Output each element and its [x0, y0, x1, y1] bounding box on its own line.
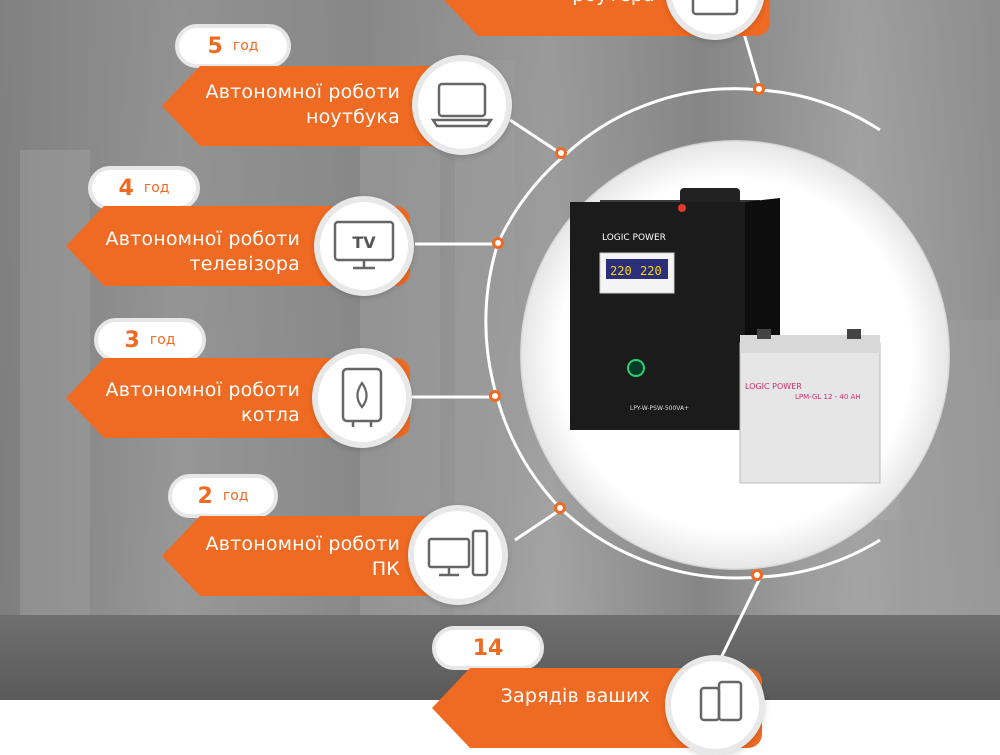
- inverter-image: 220 220 LOGIC POWER LPY-W-PSW-500VA+: [570, 188, 780, 430]
- devices-icon-circle: [665, 655, 765, 755]
- charges-number: 14: [472, 635, 504, 661]
- hours-unit: год: [232, 38, 259, 54]
- connector-dot: [554, 502, 566, 514]
- card-line2: телевізора: [189, 253, 300, 275]
- card-line1: Автономної роботи: [105, 228, 300, 250]
- hours-unit: год: [149, 332, 176, 348]
- tv-icon: TV: [333, 220, 395, 270]
- card-line1: Автономної роботи: [205, 533, 400, 555]
- connector-dot: [753, 83, 765, 95]
- tv-icon-circle: TV: [314, 196, 414, 296]
- card-router-text: роутера: [480, 0, 655, 8]
- hours-badge-tv: 4 год: [88, 166, 200, 210]
- building: [20, 150, 90, 620]
- connector-dot: [489, 390, 501, 402]
- card-line1: Автономної роботи: [105, 379, 300, 401]
- hours-number: 3: [124, 327, 140, 353]
- hours-badge-pc: 2 год: [168, 474, 278, 518]
- card-tv-text: Автономної роботи телевізора: [90, 227, 300, 277]
- hours-badge-boiler: 3 год: [94, 318, 206, 362]
- inverter-brand: LOGIC POWER: [602, 233, 666, 243]
- boiler-icon-circle: [312, 348, 412, 448]
- card-boiler-text: Автономної роботи котла: [90, 378, 300, 428]
- charges-badge: 14: [432, 626, 544, 670]
- connector-dot: [555, 147, 567, 159]
- hours-badge-laptop: 5 год: [175, 24, 291, 68]
- hours-unit: год: [222, 488, 249, 504]
- inverter-model: LPY-W-PSW-500VA+: [630, 405, 689, 412]
- inverter-display-left: 220: [610, 264, 632, 278]
- battery-model: LPM-GL 12 - 40 AH: [795, 393, 861, 401]
- card-charges-text: Зарядів ваших: [500, 685, 650, 707]
- laptop-icon-circle: [412, 55, 512, 155]
- hours-number: 2: [197, 483, 213, 509]
- connector-dot: [492, 237, 504, 249]
- connector-dot: [751, 569, 763, 581]
- hours-number: 4: [118, 175, 134, 201]
- card-line2: ПК: [371, 558, 400, 580]
- smartphone-tablet-icon: [699, 680, 743, 722]
- card-line2: котла: [241, 404, 300, 426]
- hours-number: 5: [207, 33, 223, 59]
- router-icon: [691, 0, 739, 16]
- tv-icon-label: TV: [352, 233, 376, 252]
- laptop-icon: [430, 82, 494, 128]
- desktop-pc-icon: [427, 529, 489, 577]
- orbit-connector-lines: [0, 0, 1000, 700]
- battery-brand: LOGIC POWER: [745, 382, 802, 391]
- card-laptop-text: Автономної роботи ноутбука: [190, 80, 400, 130]
- inverter-display-right: 220: [640, 264, 662, 278]
- boiler-icon: [341, 367, 383, 427]
- card-line2: ноутбука: [305, 106, 400, 128]
- battery-image: LOGIC POWER LPM-GL 12 - 40 AH: [739, 329, 881, 484]
- card-line1: Автономної роботи: [205, 81, 400, 103]
- hours-unit: год: [143, 180, 170, 196]
- pc-icon-circle: [408, 505, 508, 605]
- card-pc-text: Автономної роботи ПК: [190, 532, 400, 582]
